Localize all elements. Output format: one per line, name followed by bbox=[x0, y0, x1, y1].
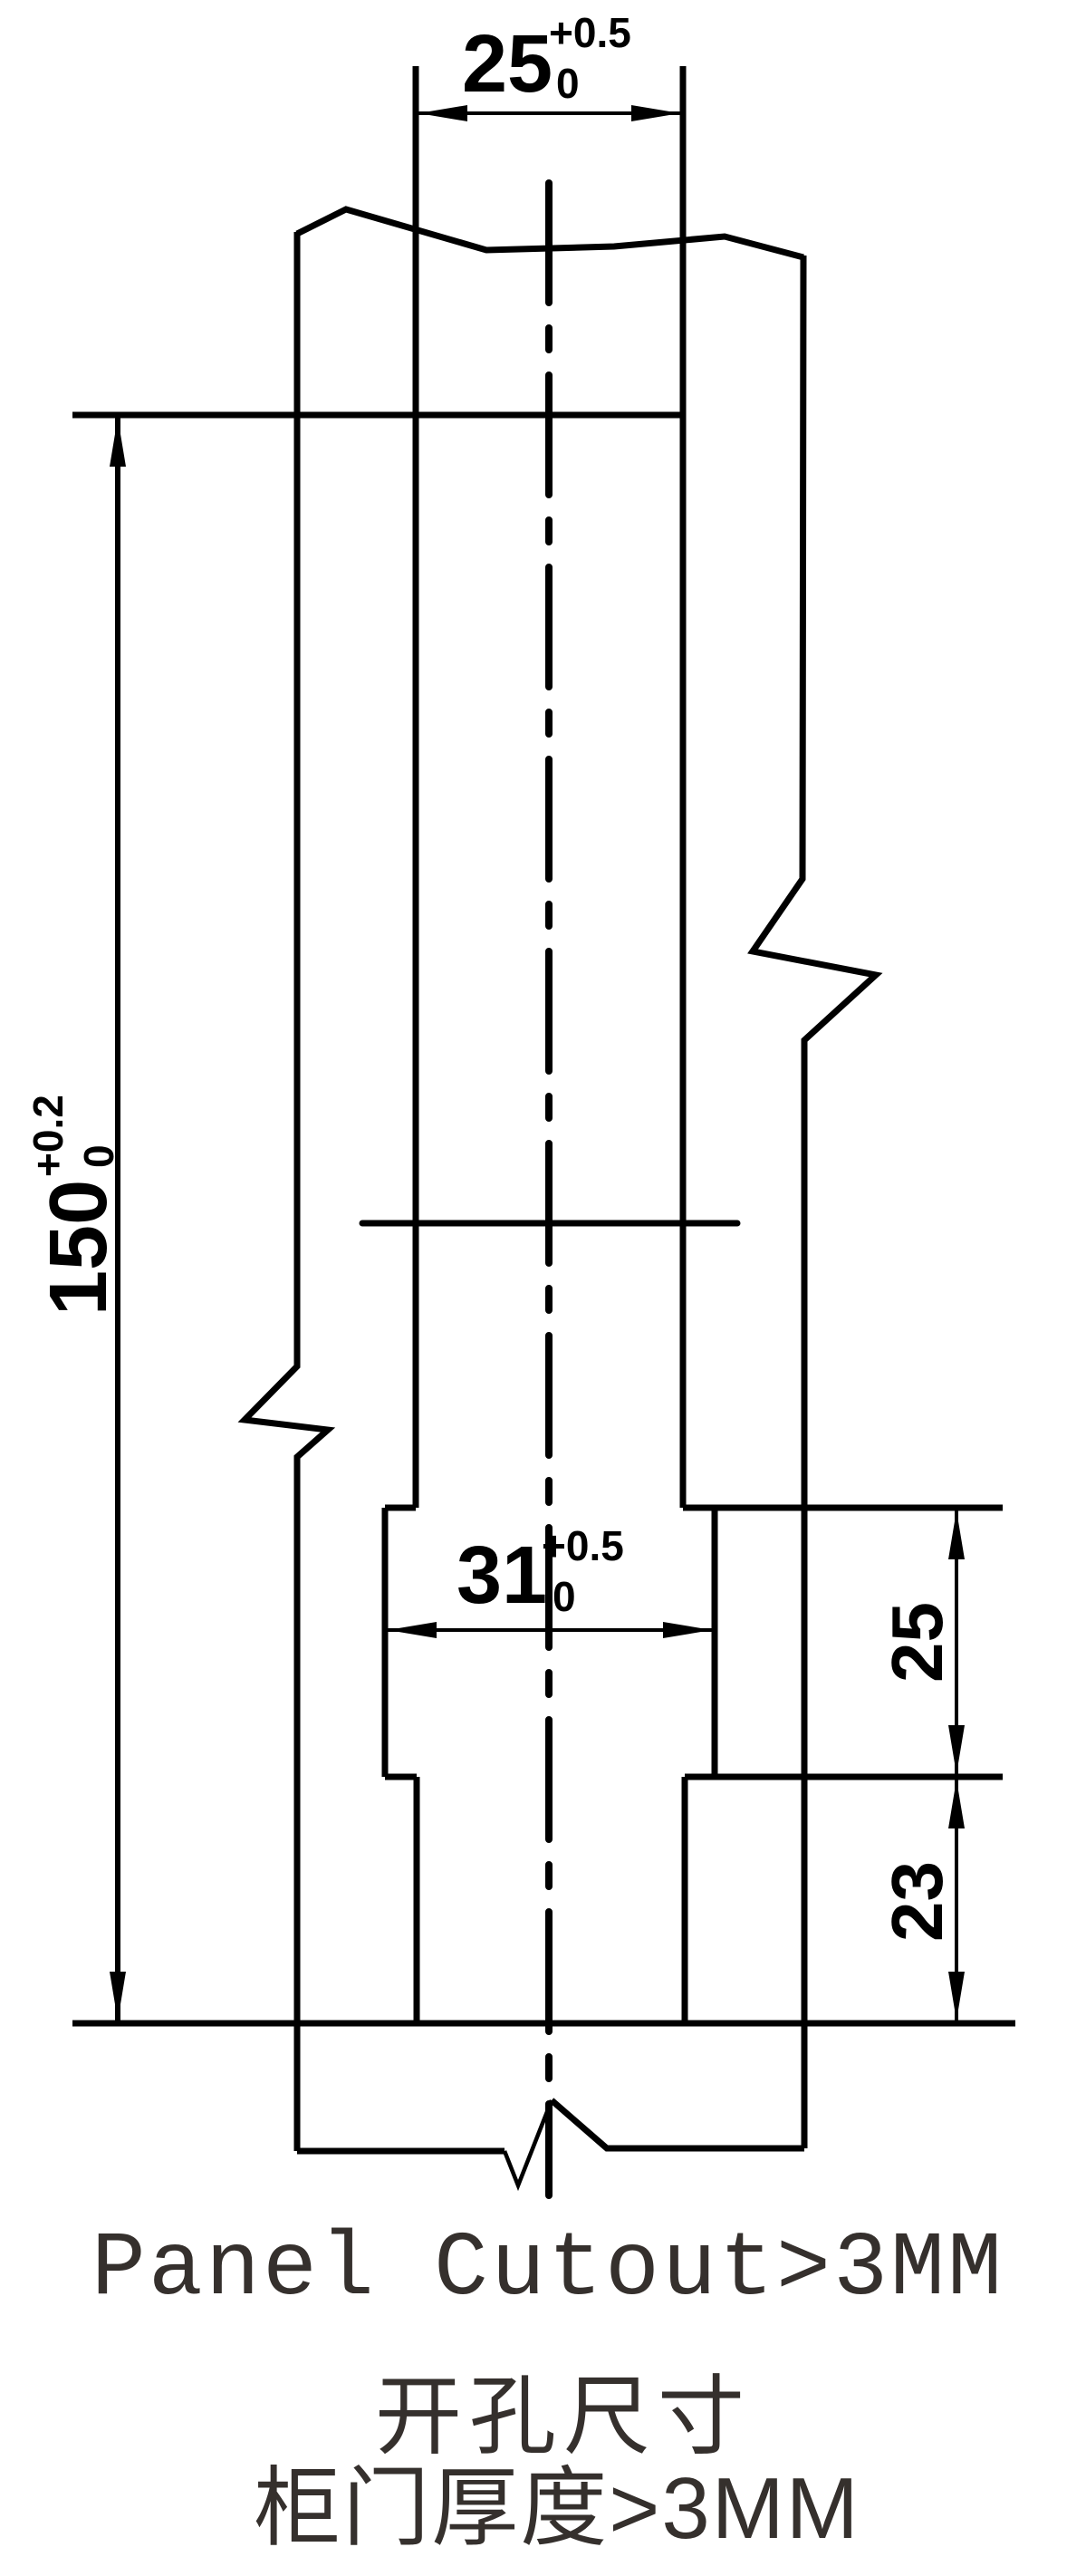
captions: Panel Cutout>3MM 开孔尺寸 柜门厚度>3MM bbox=[91, 2219, 1004, 2557]
panel-bottom-edge-right bbox=[549, 2098, 804, 2152]
dim-notch-height-text: 25 bbox=[877, 1602, 957, 1683]
dim-overall-height-arrow-bottom bbox=[110, 1972, 126, 2021]
panel-bottom-break-crack bbox=[502, 2099, 554, 2192]
dim-notch-height-arrow-bottom bbox=[948, 1725, 965, 1774]
panel-outline bbox=[237, 206, 883, 2192]
dim-notch-width: 31 +0.5 0 bbox=[385, 1522, 715, 1638]
dim-overall-height-text: 150 +0.2 0 bbox=[24, 1091, 124, 1316]
dim-below-notch-arrow-top bbox=[948, 1780, 965, 1828]
dim-overall-height: 150 +0.2 0 bbox=[24, 415, 126, 2023]
dim-notch-width-arrow-right bbox=[663, 1622, 712, 1638]
dim-notch-height: 25 bbox=[877, 1508, 965, 2023]
dim-slot-width-arrow-left bbox=[418, 105, 467, 121]
caption-door-thickness-cn: 柜门厚度>3MM bbox=[254, 2460, 860, 2557]
dim-slot-width-arrow-right bbox=[631, 105, 680, 121]
dim-slot-width: 25 +0.5 0 bbox=[416, 9, 683, 121]
panel-right-edge bbox=[747, 255, 883, 2148]
dim-below-notch-height-text: 23 bbox=[877, 1861, 957, 1942]
dim-below-notch-arrow-bottom bbox=[948, 1972, 965, 2021]
dim-below-notch-height: 23 bbox=[877, 1780, 965, 2021]
panel-left-edge bbox=[237, 232, 336, 2151]
dim-notch-width-text: 31 +0.5 0 bbox=[457, 1522, 628, 1621]
cutout-outline bbox=[72, 66, 1015, 2027]
caption-cutout-dimensions-cn: 开孔尺寸 bbox=[375, 2369, 752, 2465]
caption-panel-cutout: Panel Cutout>3MM bbox=[91, 2219, 1004, 2321]
dim-notch-width-arrow-left bbox=[388, 1622, 437, 1638]
dim-slot-width-text: 25 +0.5 0 bbox=[462, 9, 635, 110]
dim-overall-height-arrow-top bbox=[110, 418, 126, 467]
dim-notch-height-arrow-top bbox=[948, 1510, 965, 1559]
